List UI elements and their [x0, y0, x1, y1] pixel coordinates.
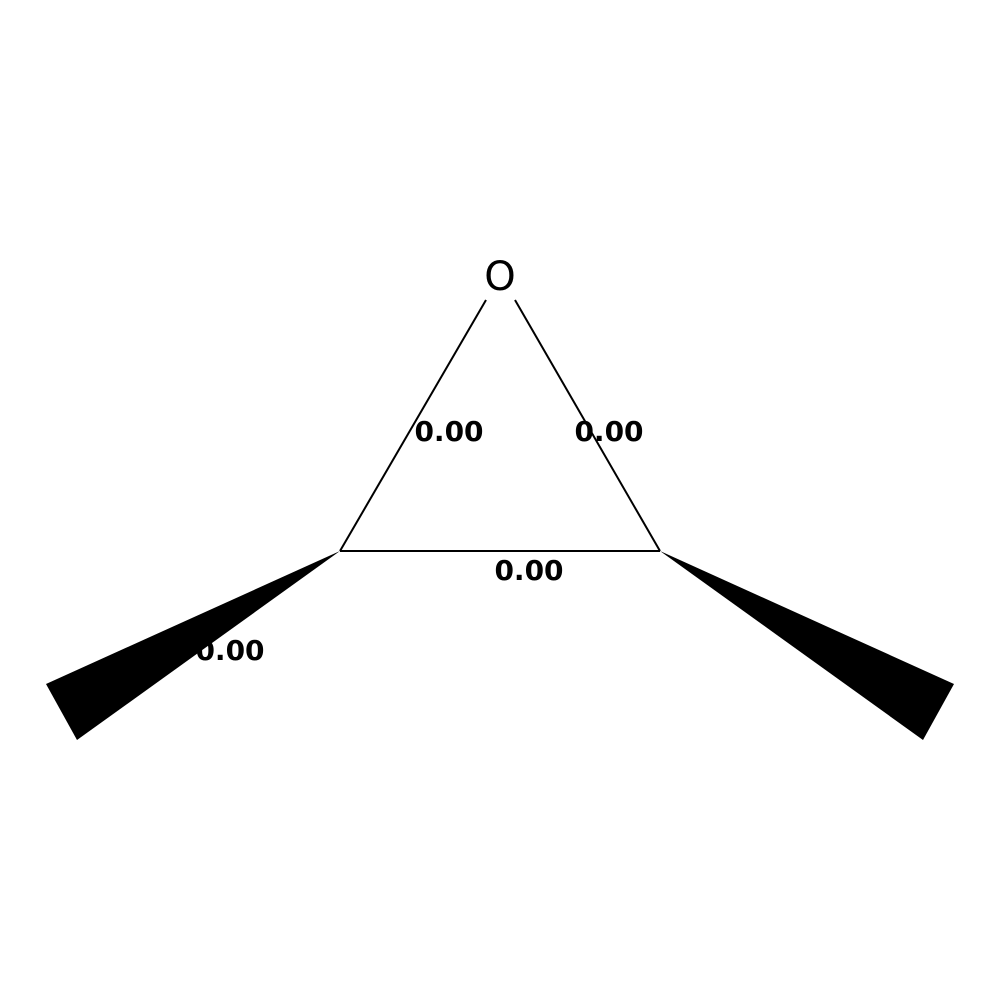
bond-o-left — [339, 299, 487, 552]
atom-label-oxygen: O — [484, 254, 515, 300]
bond-label-wedge-left: 0.00 — [195, 634, 264, 667]
bond-label-o-right: 0.00 — [574, 415, 643, 448]
bond-label-ring-bottom: 0.00 — [494, 554, 563, 587]
wedge-bond-right — [660, 551, 954, 740]
bond-label-o-left: 0.00 — [414, 415, 483, 448]
wedge-bond-left — [46, 551, 340, 740]
bond-o-right — [514, 299, 661, 552]
